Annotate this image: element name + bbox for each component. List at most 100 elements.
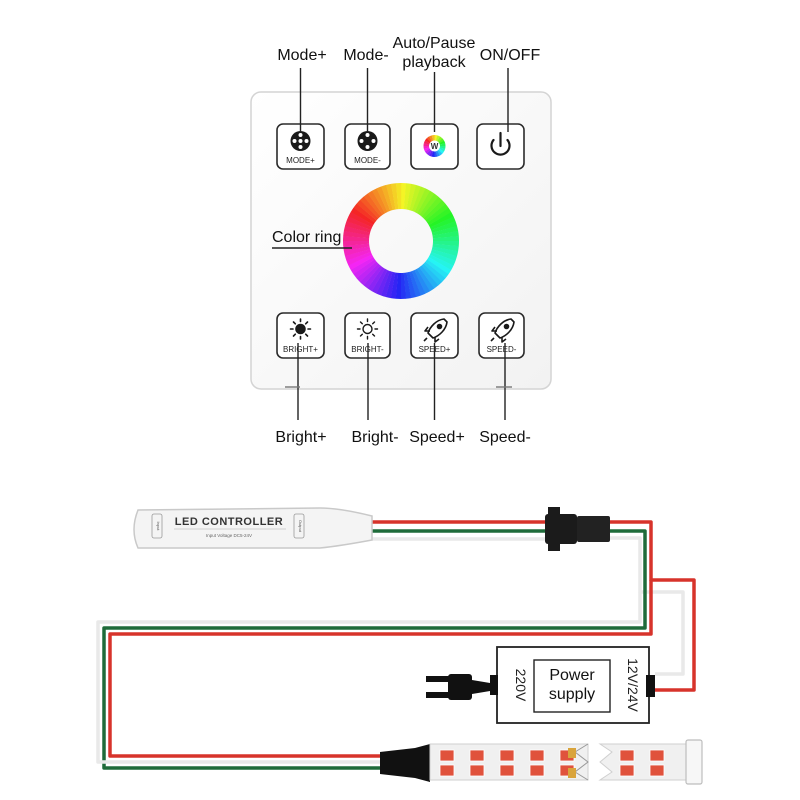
ring-segment — [390, 272, 399, 299]
ring-segment — [371, 268, 388, 294]
color-ring-label: Color ring — [272, 229, 342, 246]
ring-segment — [421, 263, 443, 286]
bright-plus-label: Bright+ — [275, 429, 327, 446]
ring-segment — [431, 135, 435, 141]
ring-segment — [376, 269, 391, 296]
ring-segment — [419, 265, 439, 289]
mode-minus-button[interactable]: MODE- — [344, 123, 391, 170]
ring-segment — [406, 271, 417, 299]
rgb-wheel-icon — [423, 135, 446, 157]
led-strip[interactable] — [380, 739, 703, 785]
ring-segment — [343, 225, 371, 236]
bright-plus-caption: BRIGHT+ — [283, 345, 318, 354]
mode-plus-caption: MODE+ — [286, 156, 315, 165]
ring-segment — [439, 146, 446, 149]
supply-input-voltage: 220V — [513, 669, 529, 702]
color-ring[interactable] — [343, 183, 460, 300]
ring-segment — [343, 246, 371, 257]
power-supply[interactable]: 220V Power supply 12V/24V — [490, 646, 655, 724]
led-chip — [619, 764, 635, 777]
led-chip — [649, 749, 665, 762]
wire-white-strip — [96, 592, 642, 764]
wire-red-strip[interactable] — [108, 580, 653, 758]
led-controller[interactable]: Input Output LED CONTROLLER Input Voltag… — [133, 507, 373, 549]
sun-outline-icon — [356, 318, 379, 340]
ring-segment — [344, 249, 371, 261]
wire-white-loop — [610, 536, 685, 676]
ring-segment — [403, 272, 412, 299]
on-off-button[interactable] — [476, 123, 525, 170]
mode-minus-caption: MODE- — [354, 156, 381, 165]
ring-segment — [367, 190, 386, 215]
wires — [96, 520, 696, 770]
led-chip — [469, 764, 485, 777]
led-chip — [529, 749, 545, 762]
auto-pause-label: Auto/Pause playback — [384, 34, 484, 72]
ring-segment — [346, 216, 373, 231]
ring-segment — [416, 267, 435, 292]
ring-segment — [437, 136, 443, 143]
ring-segment — [395, 272, 401, 299]
ring-segment — [429, 251, 456, 266]
ring-segment — [419, 193, 439, 217]
ring-segment — [353, 203, 377, 223]
controller-subtitle: Input Voltage DC5-24V — [206, 533, 252, 538]
bright-plus-button[interactable]: BRIGHT+ — [276, 312, 325, 359]
auto-pause-button[interactable]: W — [410, 123, 459, 170]
ring-segment — [438, 138, 445, 144]
ring-segment — [409, 271, 421, 298]
wire-red-supply[interactable] — [610, 520, 696, 692]
supply-output-voltage: 12V/24V — [625, 658, 641, 712]
dot-cluster-icon — [290, 131, 311, 151]
ring-segment — [423, 143, 430, 146]
ring-segment — [426, 149, 432, 156]
ring-segment — [428, 254, 454, 271]
ring-segment — [427, 207, 452, 226]
ring-segment — [428, 212, 454, 228]
ring-segment — [381, 184, 393, 211]
ring-segment — [431, 246, 459, 257]
wiring-diagram: Input Output LED CONTROLLER Input Voltag… — [96, 507, 703, 785]
ring-segment — [423, 140, 430, 145]
ring-segment — [434, 135, 438, 141]
ring-segment — [350, 256, 375, 275]
ring-segment — [359, 263, 381, 286]
wire-green-strip[interactable] — [102, 529, 647, 770]
led-chip — [439, 749, 455, 762]
mode-plus-label: Mode+ — [277, 47, 327, 64]
dot-cluster-icon — [357, 131, 378, 151]
controller-input-tag: Input — [156, 522, 161, 532]
speed-minus-label: Speed- — [479, 429, 531, 446]
callout-lines — [272, 68, 512, 420]
ring-segment — [363, 193, 383, 217]
ring-segment — [423, 199, 446, 221]
ring-segment — [439, 143, 446, 147]
ring-segment — [406, 183, 417, 211]
ring-segment — [359, 196, 381, 219]
ring-segment — [385, 271, 396, 299]
ring-segment — [348, 211, 374, 228]
ring-segment — [344, 220, 371, 233]
sun-icon — [289, 318, 312, 340]
ring-segment — [385, 183, 396, 211]
ring-segment — [431, 225, 459, 236]
ring-segment — [401, 183, 407, 210]
ring-segment — [432, 241, 459, 247]
speed-plus-label: Speed+ — [409, 429, 465, 446]
ring-segment — [431, 151, 435, 157]
panel-diagram: MODE+ MODE- W BRIGHT+ — [250, 68, 552, 420]
ring-segment — [428, 150, 434, 157]
mode-plus-button[interactable]: MODE+ — [276, 123, 325, 170]
controller-output-tag: Output — [298, 520, 303, 533]
ring-segment — [343, 243, 370, 252]
ring-segment — [356, 199, 379, 221]
led-chip — [439, 764, 455, 777]
on-off-label: ON/OFF — [479, 47, 541, 64]
ring-segment — [346, 251, 372, 266]
rocket-icon — [423, 318, 448, 343]
ring-segment — [432, 235, 460, 242]
ring-segment — [363, 265, 383, 289]
speed-minus-button[interactable]: SPEED- — [478, 312, 525, 359]
led-chip — [529, 764, 545, 777]
jst-connector[interactable] — [545, 507, 610, 551]
